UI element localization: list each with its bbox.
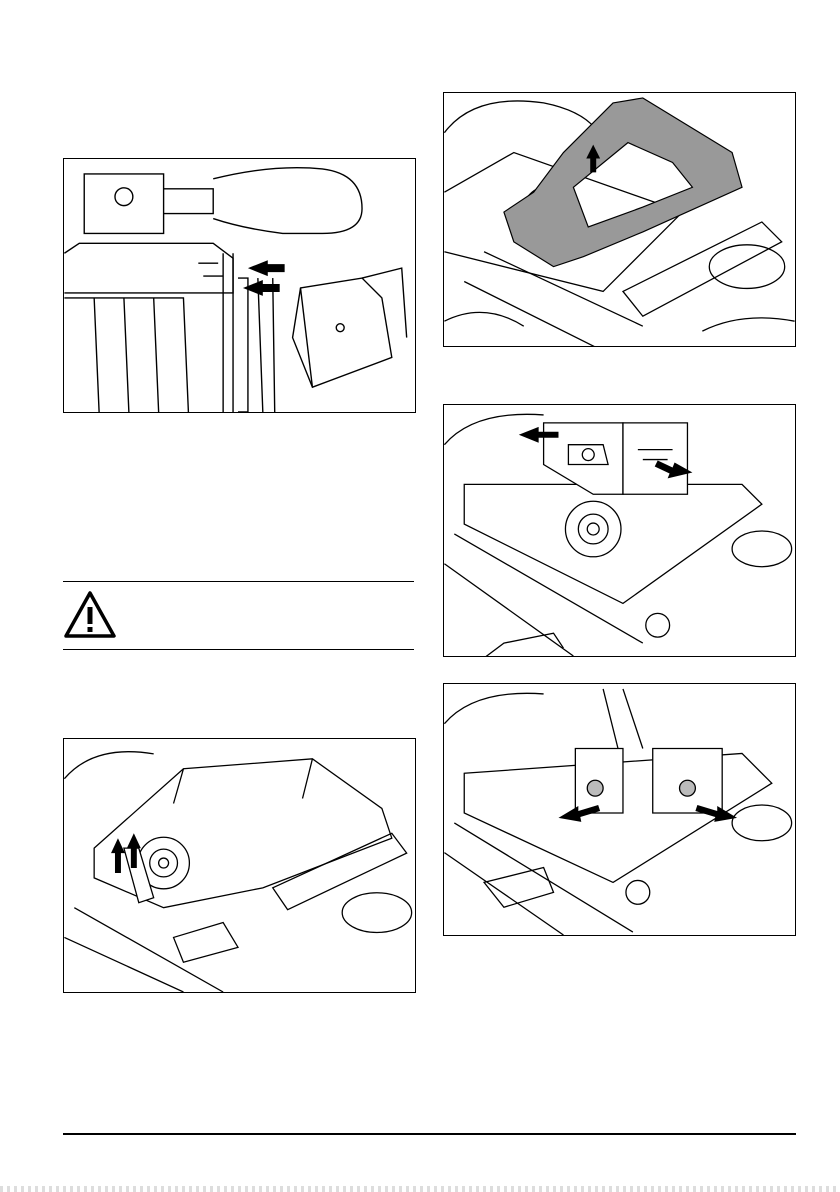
pull-out-pins-illustration (444, 405, 795, 656)
hood-rods-illustration (64, 159, 415, 412)
warning-triangle-icon (63, 590, 117, 640)
figure-lift-frame (443, 92, 796, 347)
lift-frame (504, 98, 742, 267)
warning-rule-top (63, 581, 414, 582)
footer-rule (63, 1133, 796, 1135)
scan-artifact (0, 1186, 840, 1192)
figure-lift-lever (63, 738, 416, 993)
figure-pull-out-pins (443, 404, 796, 657)
arrow-left-icon (248, 260, 285, 276)
figure-remove-pins (443, 683, 796, 936)
figure-hood-rods (63, 158, 416, 413)
remove-pins-illustration (444, 684, 795, 935)
lift-frame-illustration (444, 93, 795, 346)
lift-lever-illustration (64, 739, 415, 992)
warning-rule-bottom (63, 649, 414, 650)
